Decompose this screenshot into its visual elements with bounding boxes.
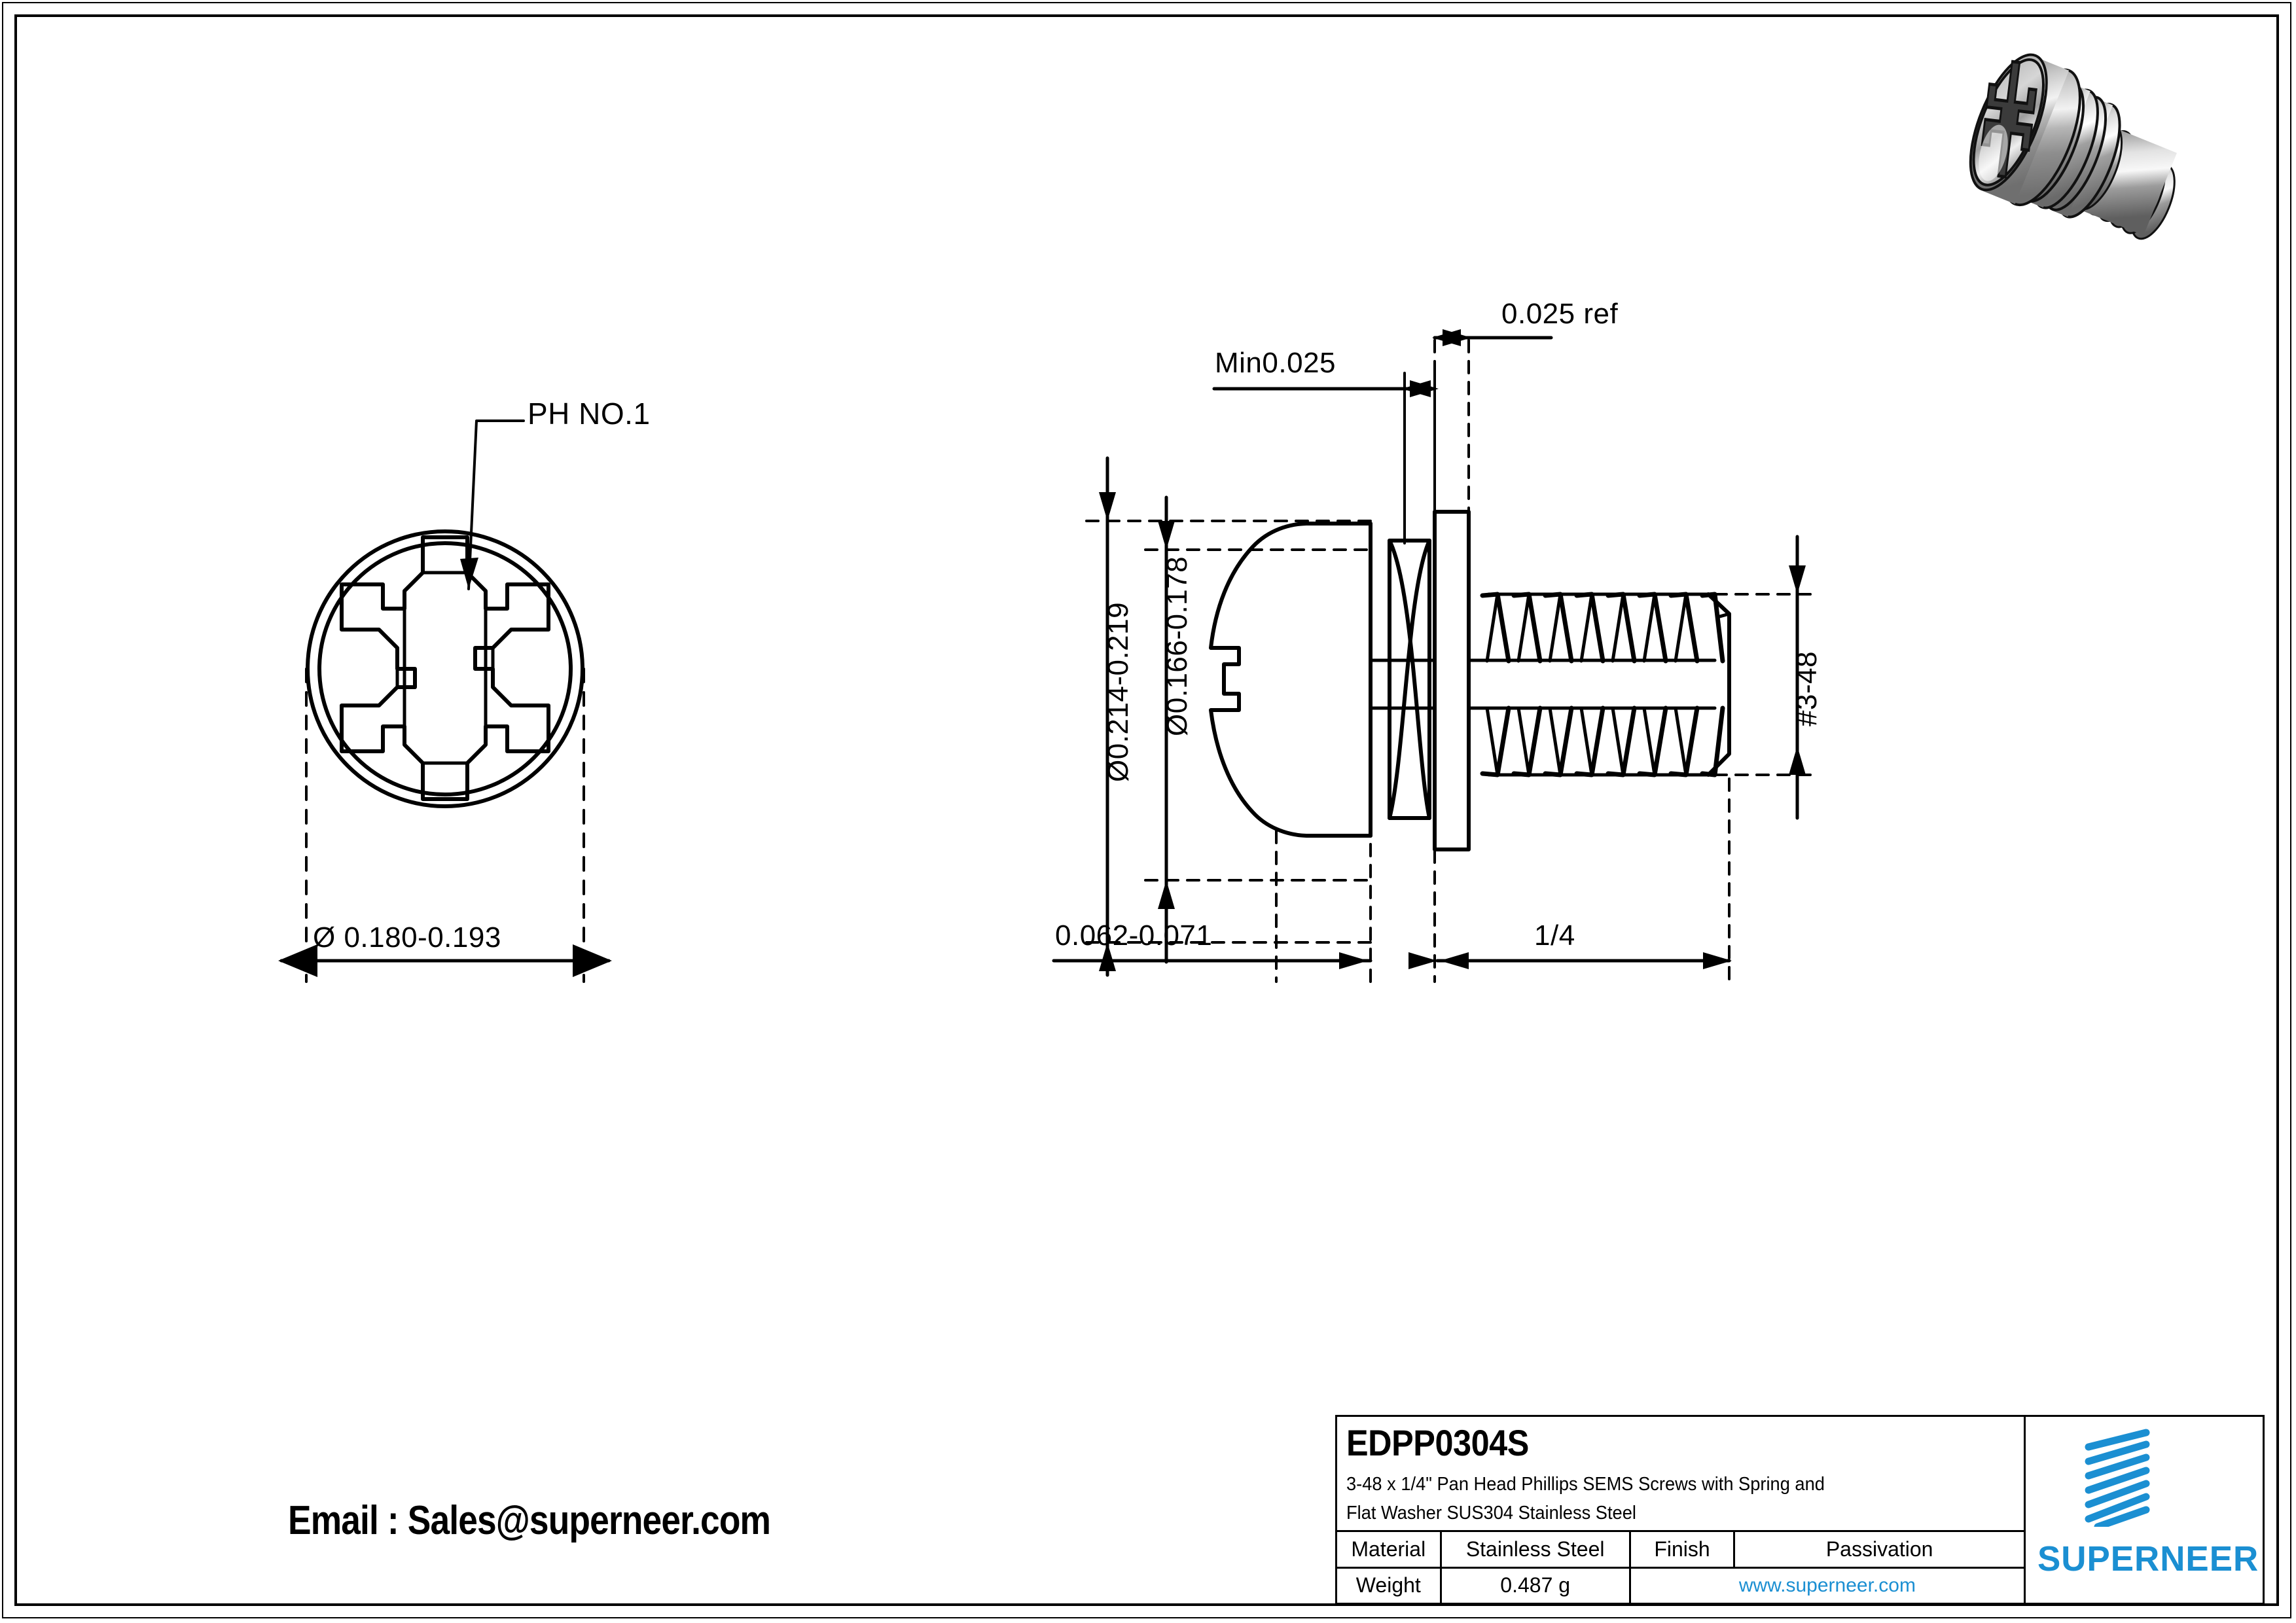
contact-email: Email : Sales@superneer.com: [288, 1498, 771, 1543]
part-description-line-2: Flat Washer SUS304 Stainless Steel: [1346, 1502, 1636, 1524]
brand-name: SUPERNEER: [2037, 1539, 2259, 1578]
side-view-head-height-dimension: 0.062-0.071: [1055, 919, 1213, 952]
part-description: 3-48 x 1/4" Pan Head Phillips SEMS Screw…: [1346, 1471, 1975, 1527]
front-view-diameter-dimension: Ø 0.180-0.193: [313, 921, 501, 954]
side-view-top-right-dimension: 0.025 ref: [1501, 298, 1619, 330]
part-code: EDPP0304S: [1346, 1422, 1529, 1463]
screw-3d-render: [1969, 53, 2177, 240]
title-block-row-material: Material Stainless Steel Finish Passivat…: [1337, 1532, 2024, 1569]
side-view-head-diameter-dimension: Ø0.214-0.219: [1102, 601, 1134, 782]
title-block-row-weight: Weight 0.487 g www.superneer.com: [1337, 1568, 2024, 1603]
material-value: Stainless Steel: [1442, 1532, 1631, 1567]
side-view-length-dimension: 1/4: [1534, 919, 1575, 952]
title-block-left: EDPP0304S 3-48 x 1/4" Pan Head Phillips …: [1337, 1417, 2026, 1603]
part-description-line-1: 3-48 x 1/4" Pan Head Phillips SEMS Screw…: [1346, 1474, 1825, 1495]
material-label: Material: [1337, 1532, 1442, 1567]
finish-label: Finish: [1631, 1532, 1736, 1567]
title-block-description-area: EDPP0304S 3-48 x 1/4" Pan Head Phillips …: [1337, 1417, 2024, 1533]
side-view-washer-diameter-dimension: Ø0.166-0.178: [1161, 556, 1193, 736]
title-block: EDPP0304S 3-48 x 1/4" Pan Head Phillips …: [1335, 1415, 2265, 1605]
weight-label: Weight: [1337, 1568, 1442, 1603]
superneer-logo-icon: [2085, 1429, 2150, 1527]
website-link[interactable]: www.superneer.com: [1738, 1574, 1916, 1596]
weight-value: 0.487 g: [1442, 1568, 1631, 1603]
sheet-inner-border: [14, 14, 2279, 1606]
brand-area: SUPERNEER: [2026, 1417, 2263, 1603]
side-view-top-left-dimension: Min0.025: [1215, 347, 1336, 379]
side-view-thread-size-dimension: #3-48: [1791, 651, 1823, 726]
front-view-callout-label: PH NO.1: [528, 397, 651, 431]
finish-value: Passivation: [1825, 1537, 1933, 1561]
